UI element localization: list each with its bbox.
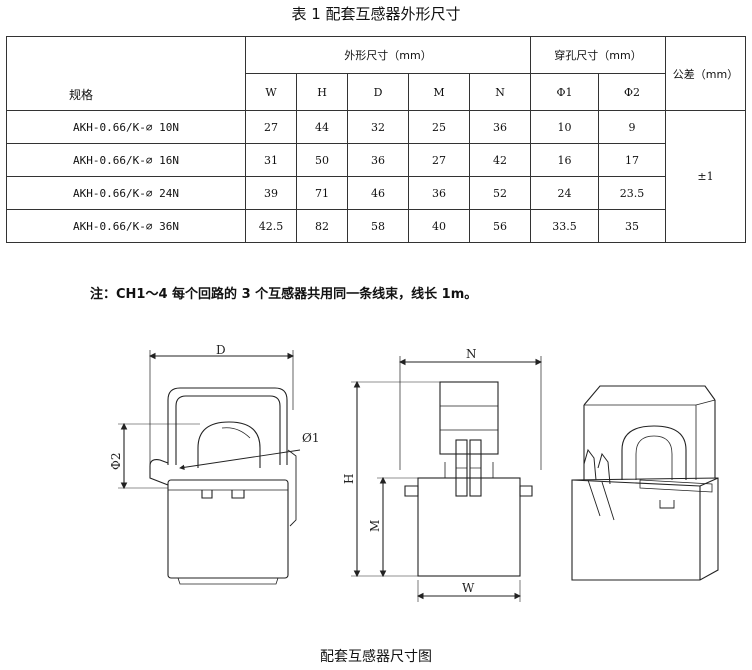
col-header-phi1: Φ1 — [530, 73, 599, 111]
label-h: H — [342, 474, 356, 484]
value-cell: 42.5 — [245, 209, 297, 243]
value-cell: 46 — [347, 176, 409, 210]
value-cell: 31 — [245, 143, 297, 177]
value-cell: 33.5 — [530, 209, 599, 243]
value-cell: 58 — [347, 209, 409, 243]
value-cell: 23.5 — [598, 176, 666, 210]
value-cell: 82 — [296, 209, 348, 243]
value-cell: 10 — [530, 110, 599, 144]
value-cell: 17 — [598, 143, 666, 177]
value-cell: 25 — [408, 110, 470, 144]
table-row: AKH-0.66/K-∅ 10N 27 44 32 25 36 10 9 ±1 — [6, 110, 746, 243]
label-w: W — [462, 581, 475, 595]
value-cell: 44 — [296, 110, 348, 144]
model-cell: AKH-0.66/K-∅ 10N — [6, 110, 246, 144]
value-cell: 24 — [530, 176, 599, 210]
value-cell: 36 — [469, 110, 531, 144]
value-cell: 32 — [347, 110, 409, 144]
side-view — [351, 356, 543, 602]
hole-size-header: 穿孔尺寸（mm） — [530, 36, 666, 74]
table-row: AKH-0.66/K-∅ 16N 31 50 36 27 42 16 17 — [6, 143, 746, 177]
col-header-m: M — [408, 73, 470, 111]
label-d: D — [216, 343, 226, 357]
spec-header: 规格 — [6, 36, 246, 111]
front-view — [118, 350, 301, 585]
isometric-view — [571, 385, 719, 581]
value-cell: 42 — [469, 143, 531, 177]
col-header-n: N — [469, 73, 531, 111]
tolerance-header: 公差（mm） — [665, 36, 746, 111]
value-cell: 56 — [469, 209, 531, 243]
value-cell: 27 — [245, 110, 297, 144]
value-cell: 40 — [408, 209, 470, 243]
value-cell: 39 — [245, 176, 297, 210]
col-header-phi2: Φ2 — [598, 73, 666, 111]
value-cell: 71 — [296, 176, 348, 210]
value-cell: 50 — [296, 143, 348, 177]
col-header-d: D — [347, 73, 409, 111]
value-cell: 9 — [598, 110, 666, 144]
value-cell: 36 — [347, 143, 409, 177]
table-title: 表 1 配套互感器外形尺寸 — [291, 5, 461, 23]
model-cell: AKH-0.66/K-∅ 36N — [6, 209, 246, 243]
outer-size-header: 外形尺寸（mm） — [245, 36, 531, 74]
dimension-table: 规格 外形尺寸（mm） 穿孔尺寸（mm） 公差（mm） W H D M N Φ1… — [6, 36, 746, 243]
dimension-drawing: D Ø1 Φ2 N H M W — [109, 343, 719, 602]
label-phi2: Φ2 — [109, 453, 123, 470]
label-phi1: Ø1 — [302, 431, 319, 445]
wiring-note: 注：CH1～4 每个回路的 3 个互感器共用同一条线束，线长 1m。 — [90, 287, 478, 302]
value-cell: 27 — [408, 143, 470, 177]
label-m: M — [368, 520, 382, 532]
drawing-caption: 配套互感器尺寸图 — [320, 649, 432, 665]
tolerance-cell: ±1 — [665, 110, 746, 243]
value-cell: 36 — [408, 176, 470, 210]
table-row: AKH-0.66/K-∅ 24N 39 71 46 36 52 24 23.5 — [6, 176, 746, 210]
value-cell: 52 — [469, 176, 531, 210]
label-n: N — [466, 347, 477, 361]
col-header-w: W — [245, 73, 297, 111]
table-row: AKH-0.66/K-∅ 36N 42.5 82 58 40 56 33.5 3… — [6, 209, 746, 243]
value-cell: 35 — [598, 209, 666, 243]
model-cell: AKH-0.66/K-∅ 16N — [6, 143, 246, 177]
model-cell: AKH-0.66/K-∅ 24N — [6, 176, 246, 210]
col-header-h: H — [296, 73, 348, 111]
value-cell: 16 — [530, 143, 599, 177]
